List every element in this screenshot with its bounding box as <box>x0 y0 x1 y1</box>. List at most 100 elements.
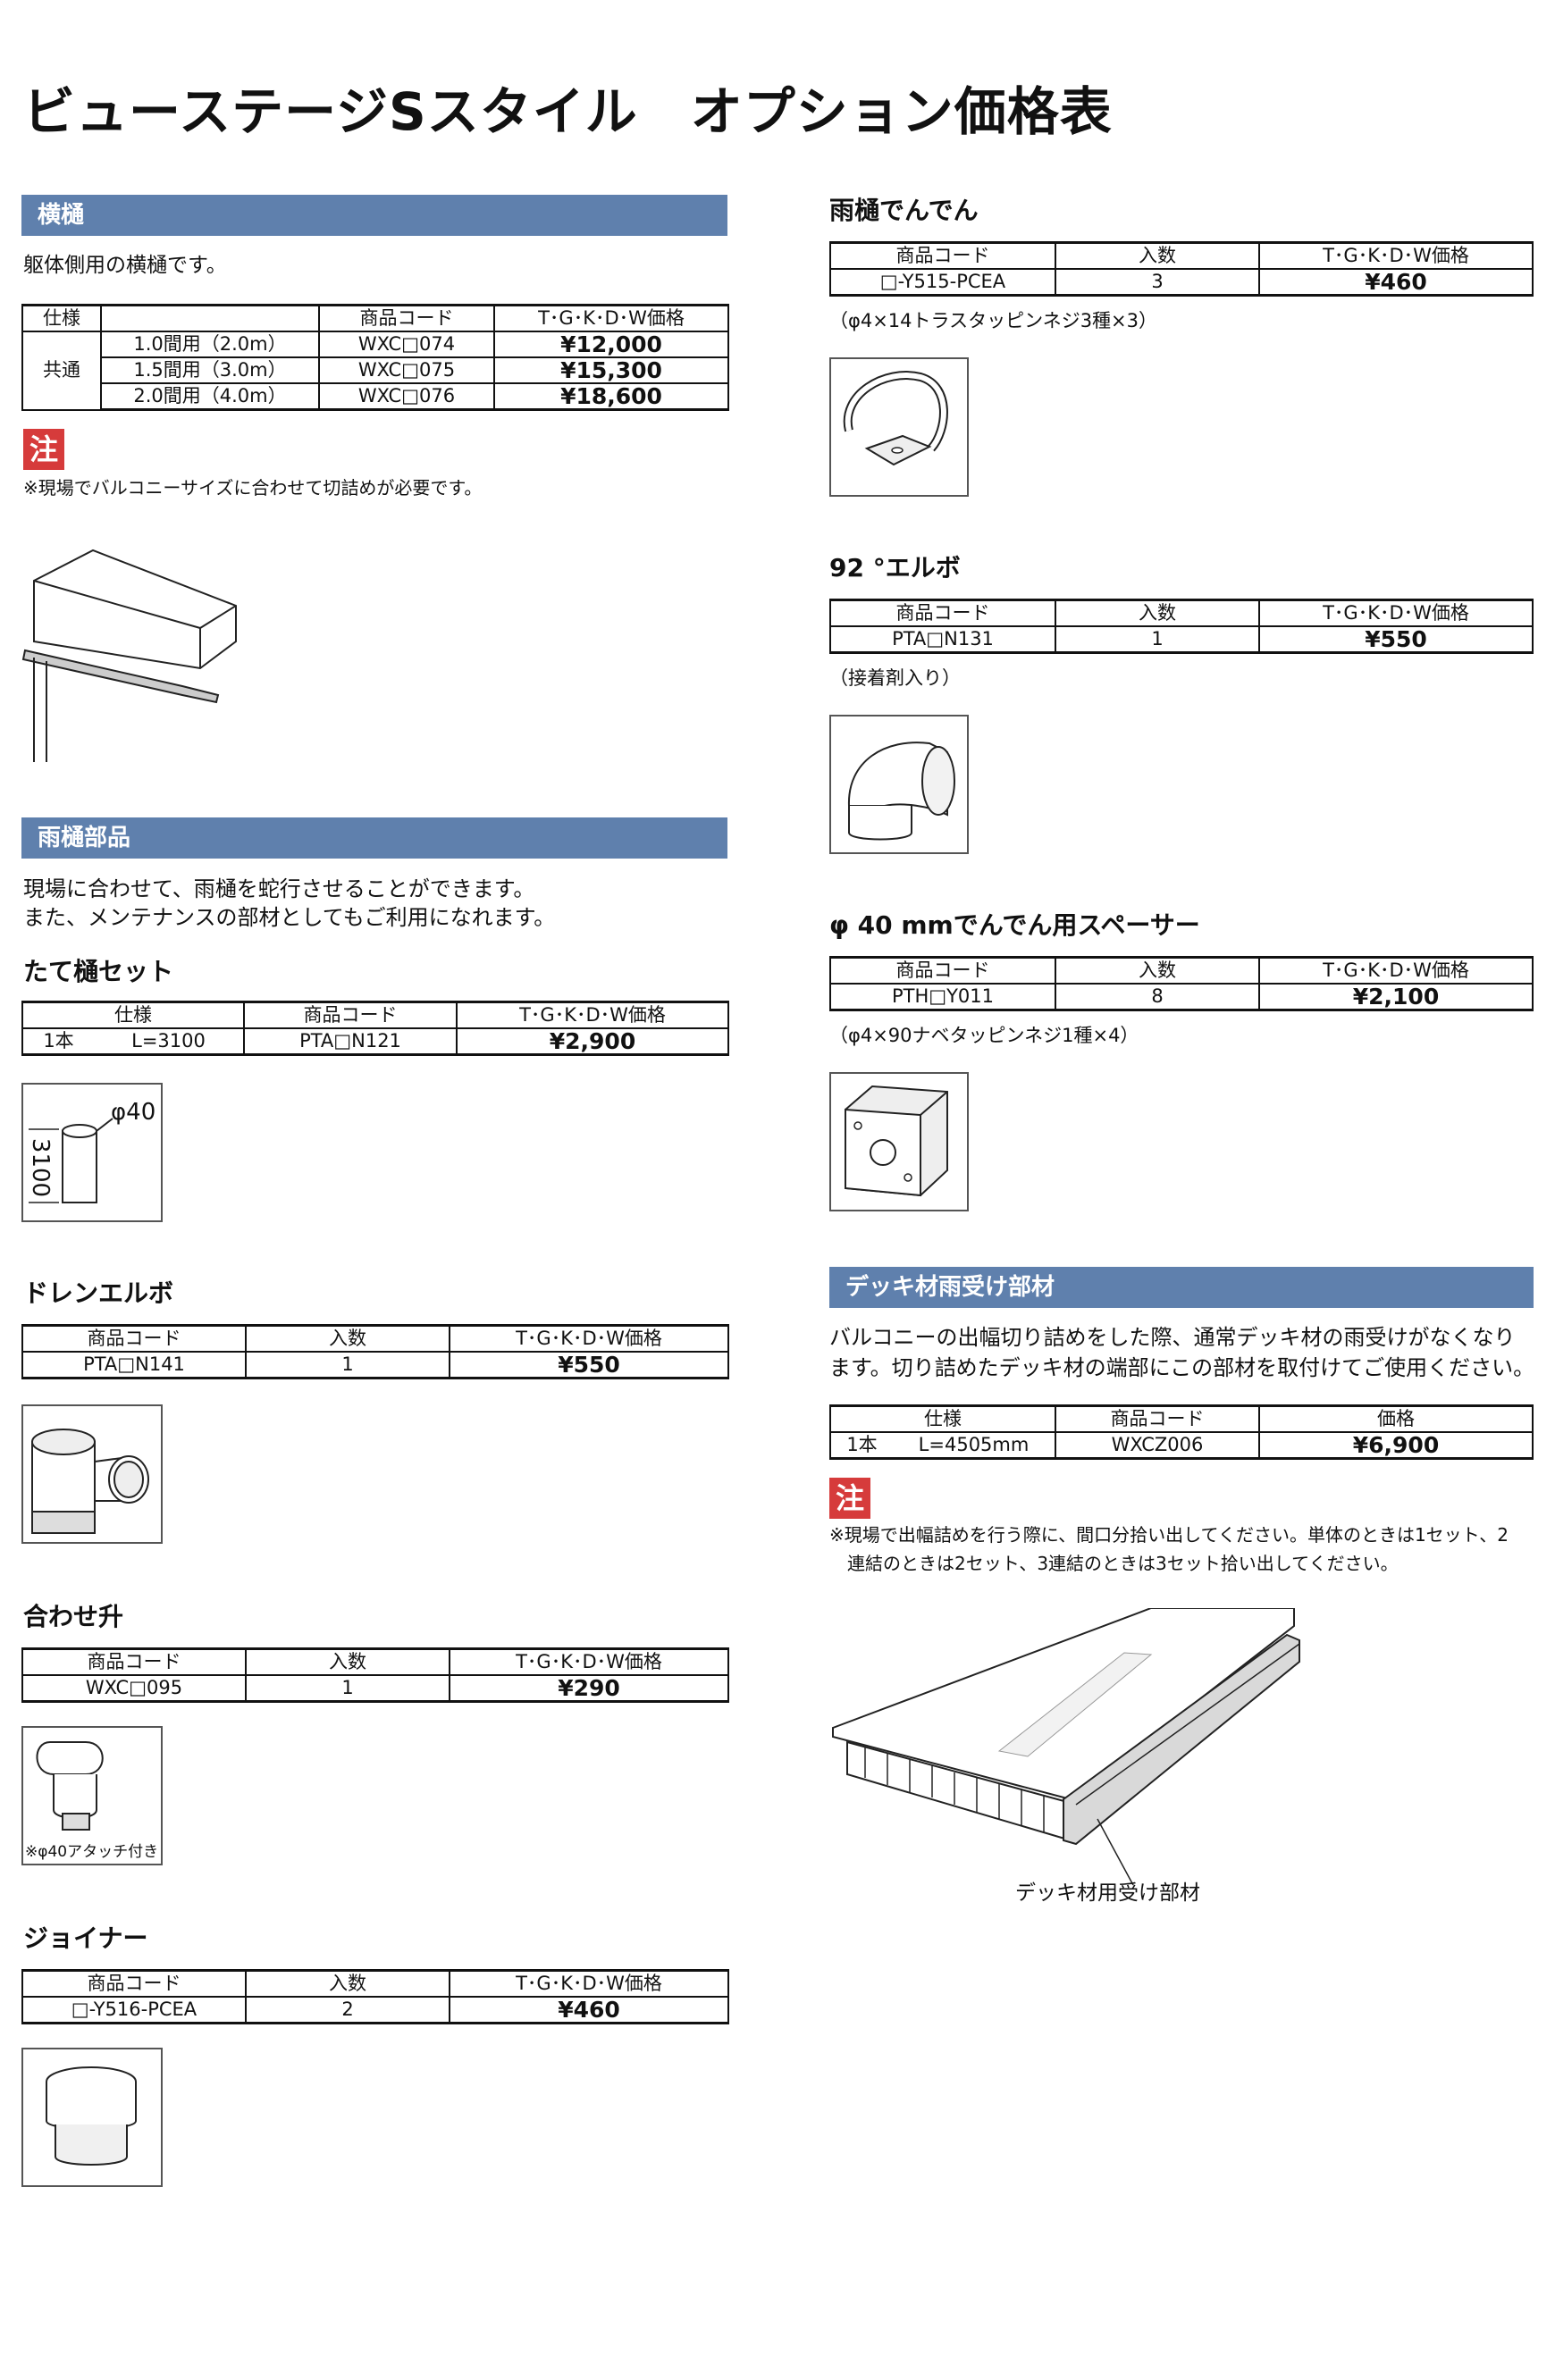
row-price: ¥6,900 <box>1258 1431 1534 1460</box>
table-row: 1本 L=3100 PTA□N121 ¥2,900 <box>21 1027 729 1056</box>
deck-desc-2: ます。切り詰めたデッキ材の端部にこの部材を取付けてご使用ください。 <box>829 1355 1535 1380</box>
th-qty: 入数 <box>245 1969 450 1998</box>
table-row: 1本 L=4505mm WXCZ006 ¥6,900 <box>829 1431 1534 1460</box>
group-label: 共通 <box>21 331 102 411</box>
tate-price-table: 仕様 商品コード T･G･K･D･W価格 1本 L=3100 PTA□N121 … <box>21 1001 729 1056</box>
row-price: ¥550 <box>449 1351 729 1379</box>
elbow92-note: （接着剤入り） <box>829 667 961 689</box>
awase-caption: ※φ40アタッチ付き <box>25 1843 159 1861</box>
deck-callout: デッキ材用受け部材 <box>1015 1881 1200 1905</box>
th-spec: 仕様 <box>829 1404 1056 1433</box>
spacer-title: φ 40 mmでんでん用スペーサー <box>829 910 1200 940</box>
row-code: WXC□076 <box>318 382 495 411</box>
note-mark: 注 <box>23 429 64 470</box>
th-code: 商品コード <box>21 1969 247 1998</box>
row-code: □-Y515-PCEA <box>829 268 1056 297</box>
drain-image <box>21 1404 163 1544</box>
row-spec: L=3100 <box>94 1027 245 1056</box>
row-price: ¥18,600 <box>493 382 729 411</box>
dendon-image <box>829 357 969 497</box>
awase-title: 合わせ升 <box>23 1602 124 1631</box>
row-qty: 1 <box>1055 625 1260 654</box>
row-spec: 1.5間用（3.0m） <box>100 356 320 384</box>
table-row: WXC□095 1 ¥290 <box>21 1674 729 1703</box>
th-code: 商品コード <box>829 241 1056 270</box>
th-price: 価格 <box>1258 1404 1534 1433</box>
row-code: WXC□074 <box>318 331 495 358</box>
table-row: □-Y515-PCEA 3 ¥460 <box>829 268 1534 297</box>
amadoi-desc-1: 現場に合わせて、雨樋を蛇行させることができます。 <box>23 876 535 901</box>
deck-note-1: ※現場で出幅詰めを行う際に、間口分拾い出してください。単体のときは1セット、2 <box>829 1524 1509 1546</box>
th-spec: 仕様 <box>21 304 102 332</box>
th-spec: 仕様 <box>21 1001 245 1029</box>
table-row: 1.5間用（3.0m） WXC□075 ¥15,300 <box>22 356 729 384</box>
tate-title: たて樋セット <box>23 957 174 986</box>
row-price: ¥2,900 <box>456 1027 729 1056</box>
joiner-title: ジョイナー <box>23 1923 148 1953</box>
row-qty: 1 <box>245 1674 450 1703</box>
th-code: 商品コード <box>21 1324 247 1353</box>
section-header-amadoi: 雨樋部品 <box>21 817 727 859</box>
row-code: PTA□N141 <box>21 1351 247 1379</box>
dim-diameter: φ40 <box>111 1099 156 1126</box>
th-code: 商品コード <box>318 304 495 332</box>
dendon-price-table: 商品コード 入数 T･G･K･D･W価格 □-Y515-PCEA 3 ¥460 <box>829 241 1534 297</box>
spacer-note: （φ4×90ナベタッピンネジ1種×4） <box>829 1025 1139 1046</box>
row-spec: 1.0間用（2.0m） <box>100 331 320 358</box>
yoko-description: 躯体側用の横樋です。 <box>23 254 227 277</box>
deck-note-2: 連結のときは2セット、3連結のときは3セット拾い出してください。 <box>847 1553 1399 1574</box>
th-qty: 入数 <box>1055 956 1260 985</box>
drain-title: ドレンエルボ <box>23 1278 174 1308</box>
row-code: □-Y516-PCEA <box>21 1996 247 2024</box>
joiner-image <box>21 2048 163 2187</box>
section-header-yoko: 横樋 <box>21 195 727 236</box>
elbow92-image <box>829 715 969 854</box>
th-price: T･G･K･D･W価格 <box>449 1969 729 1998</box>
th-qty: 入数 <box>245 1324 450 1353</box>
th-qty: 入数 <box>245 1647 450 1676</box>
gutter-illustration <box>21 549 237 762</box>
th-code: 商品コード <box>21 1647 247 1676</box>
th-price: T･G･K･D･W価格 <box>1258 956 1534 985</box>
amadoi-desc-2: また、メンテナンスの部材としてもご利用になれます。 <box>23 905 556 930</box>
table-row: PTA□N141 1 ¥550 <box>21 1351 729 1379</box>
joiner-price-table: 商品コード 入数 T･G･K･D･W価格 □-Y516-PCEA 2 ¥460 <box>21 1969 729 2024</box>
row-price: ¥460 <box>1258 268 1534 297</box>
row-code: PTA□N121 <box>243 1027 458 1056</box>
section-header-deck: デッキ材雨受け部材 <box>829 1267 1534 1308</box>
spacer-image <box>829 1072 969 1211</box>
row-code: WXC□095 <box>21 1674 247 1703</box>
th-code: 商品コード <box>829 956 1056 985</box>
row-qty: 1本 <box>21 1027 94 1056</box>
elbow92-title: 92 °エルボ <box>829 553 961 582</box>
row-spec: 2.0間用（4.0m） <box>100 382 320 411</box>
th-code: 商品コード <box>243 1001 458 1029</box>
th-qty: 入数 <box>1055 599 1260 627</box>
row-spec: L=4505mm <box>893 1431 1056 1460</box>
th-price: T･G･K･D･W価格 <box>456 1001 729 1029</box>
yoko-price-table: 仕様 商品コード T･G･K･D･W価格 共通 1.0間用（2.0m） WXC□… <box>21 304 729 411</box>
note-mark: 注 <box>829 1478 870 1519</box>
row-qty: 2 <box>245 1996 450 2024</box>
th-price: T･G･K･D･W価格 <box>449 1324 729 1353</box>
awase-image: ※φ40アタッチ付き <box>21 1726 163 1865</box>
table-row: 共通 1.0間用（2.0m） WXC□074 ¥12,000 <box>21 331 729 411</box>
deck-desc-1: バルコニーの出幅切り詰めをした際、通常デッキ材の雨受けがなくなり <box>829 1325 1516 1350</box>
row-price: ¥550 <box>1258 625 1534 654</box>
row-price: ¥12,000 <box>493 331 729 358</box>
row-code: PTA□N131 <box>829 625 1056 654</box>
th-price: T･G･K･D･W価格 <box>1258 599 1534 627</box>
row-price: ¥460 <box>449 1996 729 2024</box>
row-price: ¥2,100 <box>1258 983 1534 1011</box>
table-row: □-Y516-PCEA 2 ¥460 <box>21 1996 729 2024</box>
dendon-note: （φ4×14トラスタッピンネジ3種×3） <box>829 310 1158 331</box>
row-code: WXCZ006 <box>1055 1431 1260 1460</box>
deck-price-table: 仕様 商品コード 価格 1本 L=4505mm WXCZ006 ¥6,900 <box>829 1404 1534 1460</box>
deck-illustration <box>832 1608 1300 1886</box>
row-code: PTH□Y011 <box>829 983 1056 1011</box>
row-qty: 3 <box>1055 268 1260 297</box>
th-price: T･G･K･D･W価格 <box>1258 241 1534 270</box>
page-title: ビューステージSスタイル オプション価格表 <box>23 81 1113 142</box>
elbow92-price-table: 商品コード 入数 T･G･K･D･W価格 PTA□N131 1 ¥550 <box>829 599 1534 654</box>
row-qty: 1本 <box>829 1431 893 1460</box>
